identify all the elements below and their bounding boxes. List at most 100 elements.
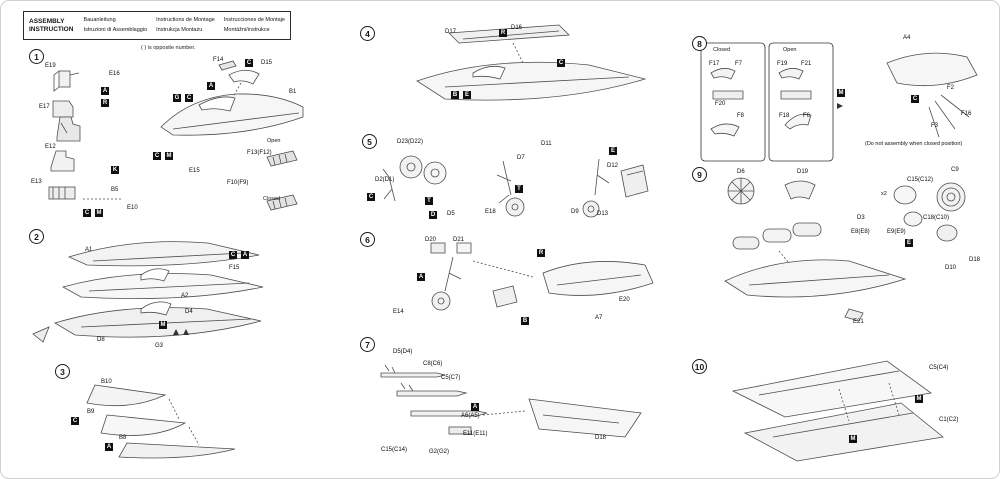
part-label: E21 bbox=[853, 319, 864, 325]
step-4-diagram bbox=[416, 24, 647, 101]
paint-code-badge: C bbox=[245, 59, 253, 67]
step-8-diagram bbox=[700, 42, 978, 162]
part-label: F10(F9) bbox=[227, 180, 249, 186]
part-label: D7 bbox=[517, 155, 525, 161]
paint-code-badge: A bbox=[471, 403, 479, 411]
step-number: 9 bbox=[692, 167, 707, 182]
paint-code-badge: C bbox=[367, 193, 375, 201]
part-label: C15(C12) bbox=[907, 177, 934, 183]
part-label: D17 bbox=[445, 29, 457, 35]
part-label: D9 bbox=[571, 209, 579, 215]
part-label: B8 bbox=[119, 435, 127, 441]
paint-code-badge: M bbox=[165, 152, 173, 160]
opposite-number-note: ( ) is opposite number. bbox=[141, 45, 196, 51]
part-label: F21 bbox=[801, 61, 812, 67]
part-label: B10 bbox=[101, 379, 112, 385]
part-label: E20 bbox=[619, 297, 630, 303]
paint-code-badge: M bbox=[849, 435, 857, 443]
paint-code-badge: A bbox=[241, 251, 249, 259]
diagram-note: x2 bbox=[881, 191, 887, 197]
part-label: A7 bbox=[595, 315, 603, 321]
paint-code-badge: C bbox=[71, 417, 79, 425]
part-label: D23(D22) bbox=[397, 139, 424, 145]
part-label: A6(A5) bbox=[461, 413, 480, 419]
part-label: F8 bbox=[737, 113, 745, 119]
part-label: D10 bbox=[945, 265, 957, 271]
paint-code-badge: B bbox=[451, 91, 459, 99]
paint-code-badge: D bbox=[429, 211, 437, 219]
header-translations-col-3: Instrucciones de Montaje Montážni/instru… bbox=[224, 16, 285, 35]
diagram-note: Open bbox=[783, 47, 797, 53]
step-10-diagram bbox=[731, 360, 944, 462]
part-label: E14 bbox=[393, 309, 404, 315]
paint-code-badge: G bbox=[173, 94, 181, 102]
part-label: F13(F12) bbox=[247, 150, 272, 156]
header-translations-col-1: Bauanleitung Istruzioni di Assemblaggio bbox=[84, 16, 148, 35]
part-label: F14 bbox=[213, 57, 224, 63]
part-label: D4 bbox=[185, 309, 193, 315]
diagram-note: Open bbox=[267, 138, 281, 144]
paint-code-badge: A bbox=[207, 82, 215, 90]
part-label: D12 bbox=[607, 163, 619, 169]
part-label: E12 bbox=[45, 144, 56, 150]
part-label: D3 bbox=[857, 215, 865, 221]
part-label: F2 bbox=[947, 85, 955, 91]
part-label: F3 bbox=[931, 123, 939, 129]
part-label: D21 bbox=[453, 237, 465, 243]
part-label: A4 bbox=[903, 35, 911, 41]
part-label: E11(E11) bbox=[463, 431, 488, 437]
part-label: E16 bbox=[109, 71, 120, 77]
part-label: E18 bbox=[485, 209, 496, 215]
part-label: B5 bbox=[111, 187, 119, 193]
sheet-title: ASSEMBLY INSTRUCTION bbox=[29, 18, 74, 33]
translation-fr: Instructions de Montage bbox=[156, 17, 215, 24]
step-7-diagram bbox=[380, 364, 642, 438]
step-5-diagram bbox=[382, 155, 649, 218]
part-label: D16 bbox=[511, 25, 523, 31]
step-1-diagram bbox=[48, 60, 304, 211]
step-9-diagram bbox=[724, 177, 966, 322]
part-label: D18 bbox=[595, 435, 607, 441]
step-6-diagram bbox=[430, 242, 654, 311]
part-label: B1 bbox=[289, 89, 297, 95]
step-number: 7 bbox=[360, 337, 375, 352]
diagram-note: Closed bbox=[713, 47, 731, 53]
part-label: D15 bbox=[261, 60, 273, 66]
step-number: 4 bbox=[360, 26, 375, 41]
translation-es: Instrucciones de Montaje bbox=[223, 17, 285, 24]
paint-code-badge: C bbox=[229, 251, 237, 259]
part-label: E15 bbox=[189, 168, 200, 174]
paint-code-badge: C bbox=[911, 95, 919, 103]
part-label: A2 bbox=[181, 293, 189, 299]
paint-code-badge: C bbox=[185, 94, 193, 102]
paint-code-badge: E bbox=[905, 239, 913, 247]
part-label: F20 bbox=[715, 101, 726, 107]
part-label: F7 bbox=[735, 61, 743, 67]
paint-code-badge: A bbox=[417, 273, 425, 281]
part-label: F17 bbox=[709, 61, 720, 67]
paint-code-badge: M bbox=[159, 321, 167, 329]
paint-code-badge: A bbox=[101, 87, 109, 95]
part-label: G2(G2) bbox=[429, 449, 450, 455]
translation-pl: Instrukcja Montażu bbox=[156, 26, 203, 33]
paint-code-badge: M bbox=[837, 89, 845, 97]
part-label: E10 bbox=[127, 205, 138, 211]
assembly-step-7: 7 D5(D4)C8(C6)C5(C7)A6(A5)E11(E11)C15(C1… bbox=[353, 333, 668, 463]
part-label: D18 bbox=[969, 257, 981, 263]
part-label: D5 bbox=[447, 211, 455, 217]
part-label: C5(C7) bbox=[441, 375, 461, 381]
step-number: 6 bbox=[360, 232, 375, 247]
header-translations-col-2: Instructions de Montage Instrukcja Monta… bbox=[156, 16, 215, 35]
paint-code-badge: R bbox=[537, 249, 545, 257]
paint-code-badge: M bbox=[95, 209, 103, 217]
paint-code-badge: C bbox=[153, 152, 161, 160]
part-label: G3 bbox=[155, 343, 164, 349]
step-number: 3 bbox=[55, 364, 70, 379]
part-label: E13 bbox=[31, 179, 42, 185]
part-label: C5(C4) bbox=[929, 365, 949, 371]
